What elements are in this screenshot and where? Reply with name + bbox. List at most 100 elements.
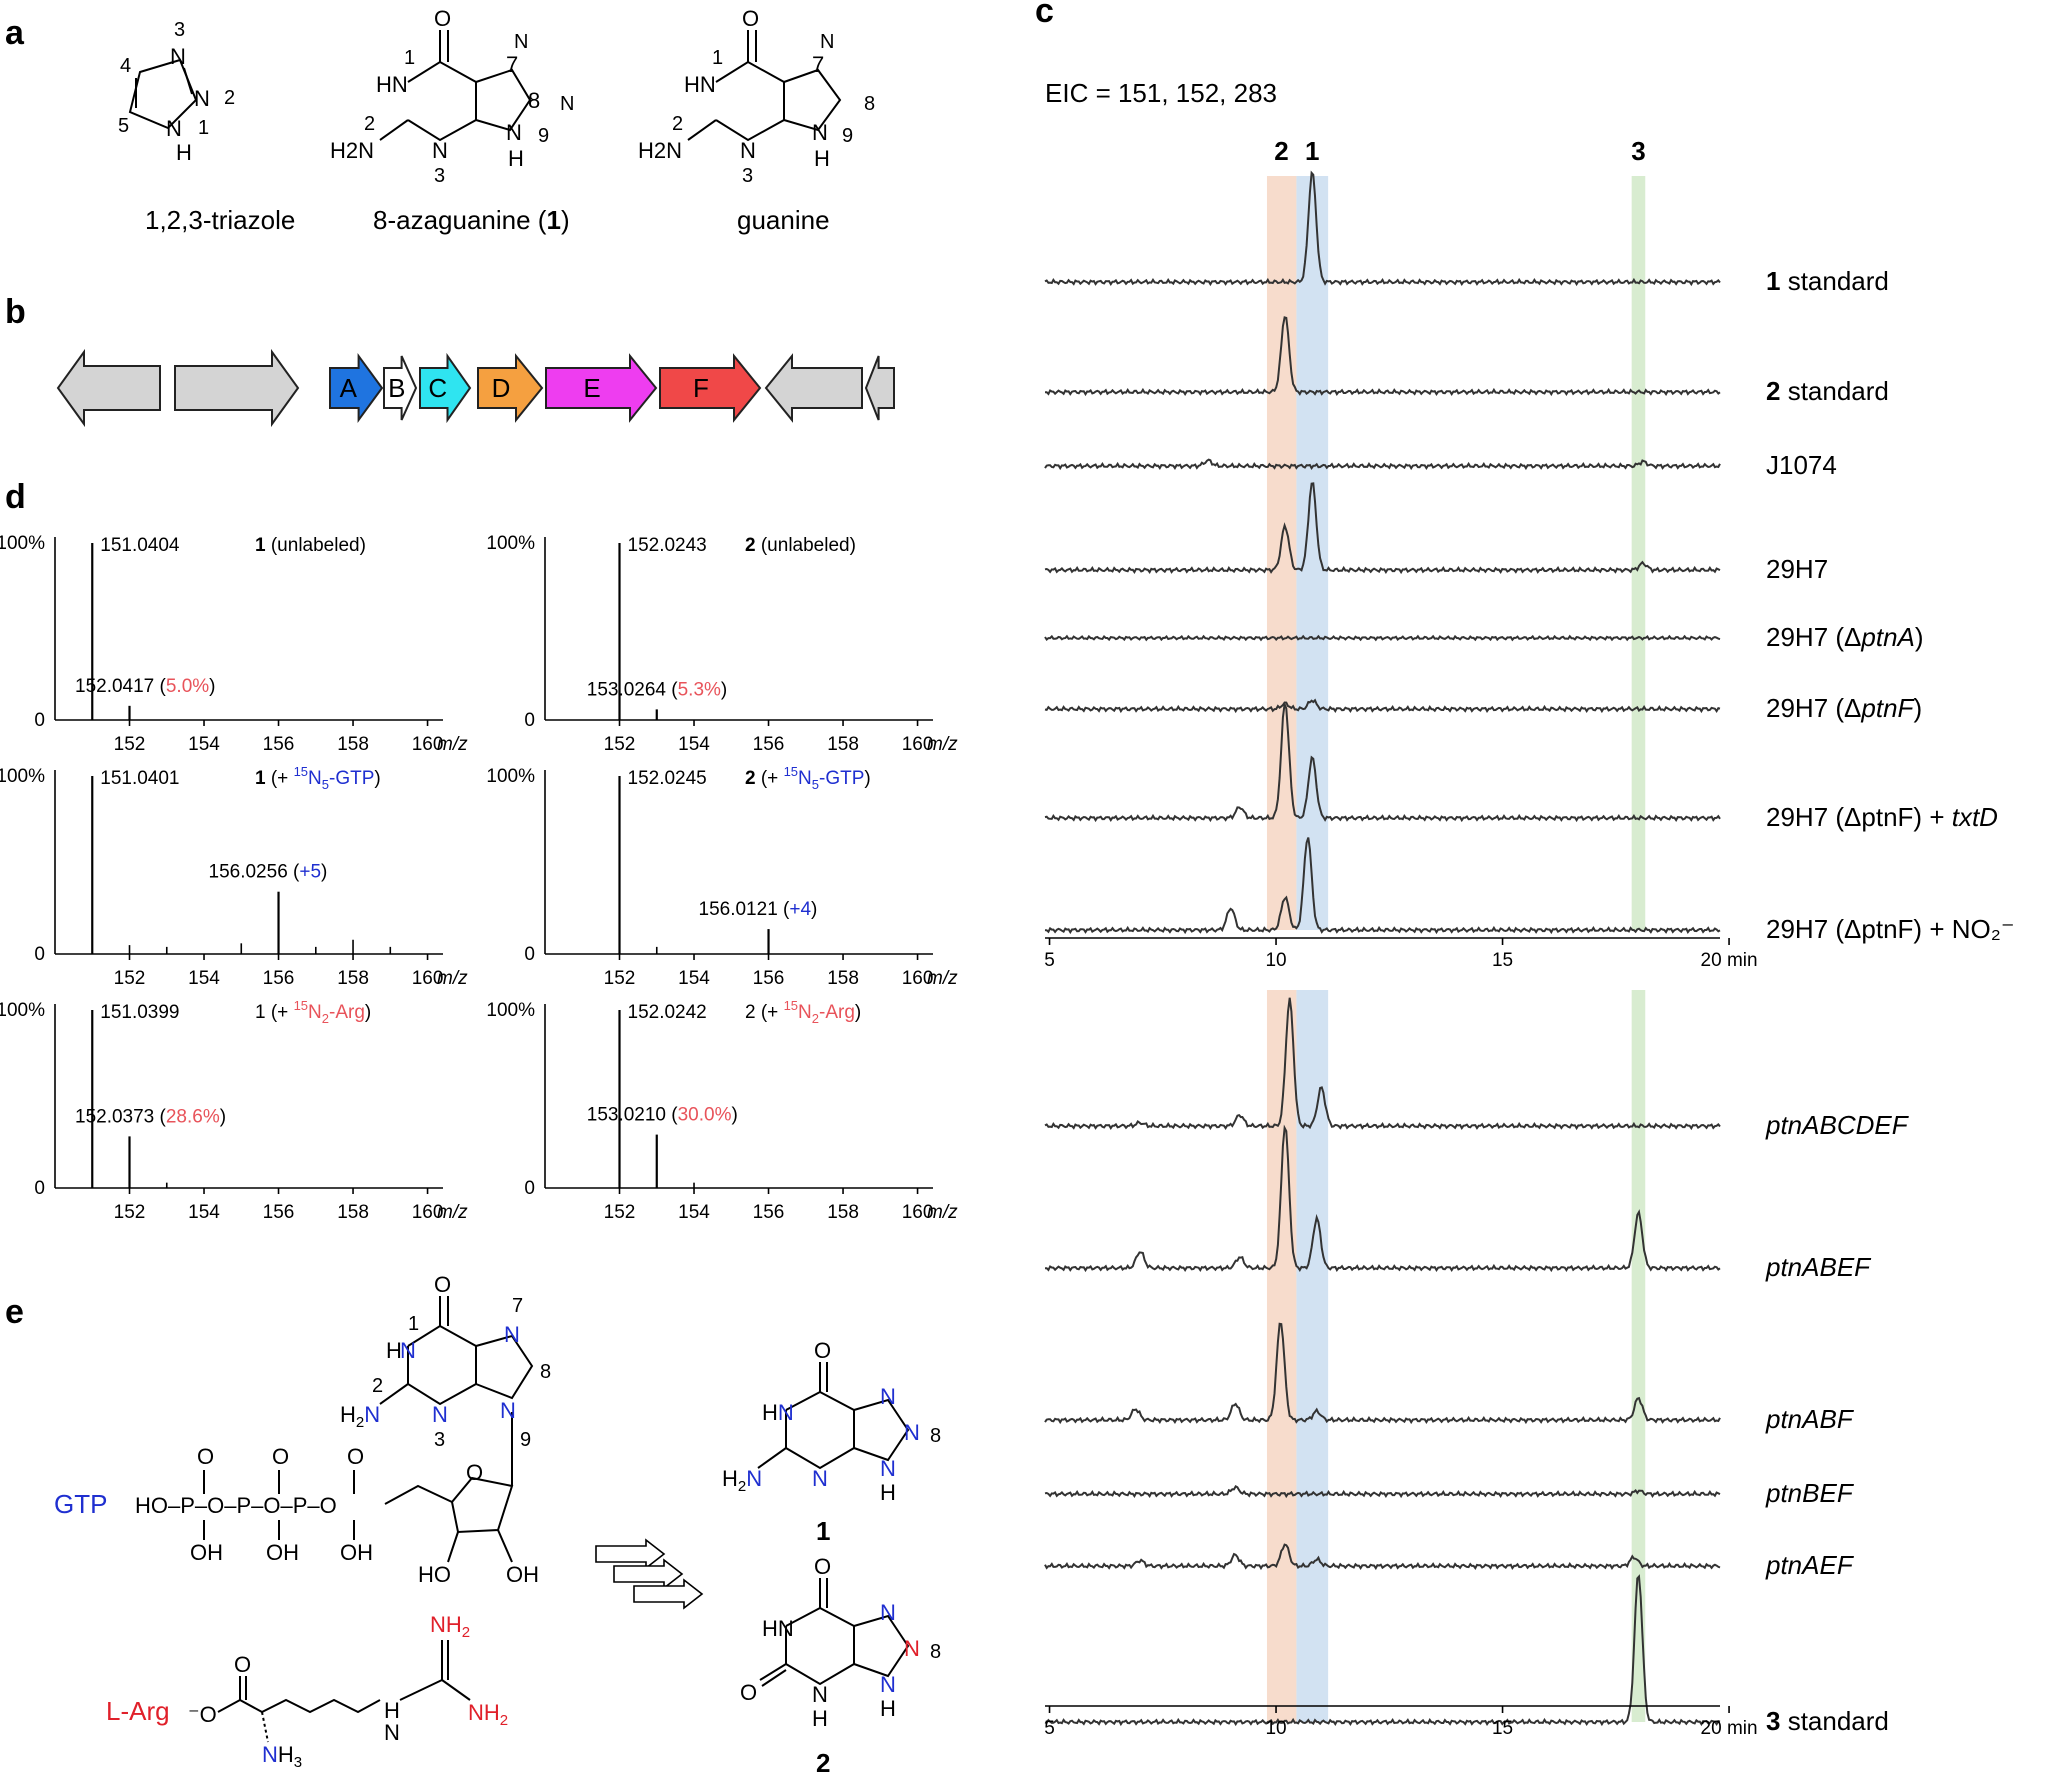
secondary-peak-label: 156.0256 (+5) — [209, 862, 328, 883]
atom-label: H — [176, 140, 192, 165]
gene-arrow-A — [329, 352, 384, 424]
text-part: 152.0417 ( — [75, 676, 167, 697]
gtp-phosphate-chain: HO–P–O–P–O–P–O — [135, 1493, 337, 1518]
gene-label: C — [428, 373, 447, 403]
trace-label: 3 standard — [1766, 1706, 1889, 1736]
trace-line — [1044, 1574, 1721, 1727]
atom-label: O — [742, 6, 759, 31]
atom-label: N — [500, 1398, 516, 1423]
atom-label: H — [812, 1706, 828, 1731]
atom-label: N — [560, 93, 574, 115]
spectrum-condition-label: 1 (+ 15N5-GTP) — [255, 764, 381, 792]
atom-label: 1 — [404, 47, 415, 69]
text-part: 5 — [322, 777, 329, 792]
atom-label: H2N — [340, 1402, 380, 1431]
text-part: -GTP — [329, 768, 374, 789]
eic-label: EIC = 151, 152, 283 — [1045, 78, 1277, 108]
x-tick-label: 20 min — [1701, 950, 1758, 971]
trace-line — [1044, 1485, 1721, 1499]
text-part: 5 — [812, 777, 819, 792]
structure-8-azaguanine: O 1 HN 2 H2N N 3 7 N 8 N N 9 H 8-azaguan… — [330, 6, 574, 235]
band-2 — [1266, 176, 1297, 930]
y-tick-label: 100% — [0, 533, 45, 554]
x-tick-label: 156 — [263, 734, 295, 755]
main-peak-label: 151.0401 — [100, 768, 179, 789]
gene-arrow-D — [477, 353, 544, 423]
atom-label: HN — [762, 1616, 794, 1641]
atom-label: N — [506, 120, 522, 145]
trace-line — [1044, 1543, 1721, 1571]
trace-label: 2 standard — [1766, 376, 1889, 406]
text-part: ptnF — [1860, 693, 1915, 723]
text-part: ) — [864, 768, 870, 789]
text-part: ) — [1915, 622, 1924, 652]
trace-line — [1044, 1322, 1721, 1425]
gene-label: F — [693, 373, 709, 403]
panel-letter-c: c — [1035, 0, 1054, 30]
atom-label: H — [384, 1698, 400, 1723]
atom-label: N — [170, 44, 186, 69]
text-part: (+ — [756, 1002, 784, 1023]
atom-label: 7 — [812, 52, 824, 77]
x-tick-label: 160 — [412, 968, 444, 989]
x-tick-label: 158 — [827, 968, 859, 989]
atom-label: O — [434, 6, 451, 31]
main-peak-label: 152.0245 — [628, 768, 707, 789]
structure-triazole: 3 N 4 N 2 5 N 1 H 1,2,3-triazole — [118, 19, 295, 235]
atom-label: H — [386, 1338, 402, 1363]
gene-arrow-flank — [174, 348, 300, 428]
atom-label: 1 — [712, 47, 723, 69]
atom-label: N — [400, 1338, 416, 1363]
text-part: 2 — [1766, 376, 1780, 406]
spectrum-condition-label: 1 (+ 15N2-Arg) — [255, 998, 371, 1026]
y-tick-label: 100% — [0, 1000, 45, 1021]
text-part: ) — [731, 1105, 737, 1126]
atom-label: O — [434, 1272, 451, 1297]
atom-label: NH2 — [468, 1700, 508, 1729]
y-tick-label: 0 — [34, 1178, 45, 1199]
x-tick-label: 154 — [188, 968, 220, 989]
trace-line — [1044, 703, 1721, 823]
text-part: ptnABF — [1765, 1404, 1855, 1434]
atom-label: OH — [506, 1562, 539, 1587]
atom-label: O — [814, 1338, 831, 1363]
atom-label: 3 — [434, 1429, 445, 1451]
text-part: 15 — [784, 998, 798, 1013]
text-part: ) — [365, 1002, 371, 1023]
trace-label: ptnABEF — [1765, 1252, 1872, 1282]
x-tick-label: 15 — [1492, 1718, 1513, 1739]
y-tick-label: 100% — [486, 1000, 535, 1021]
trace-line — [1044, 482, 1721, 575]
text-part: 15 — [294, 764, 308, 779]
text-part: ptnA — [1860, 622, 1915, 652]
scheme-product-1: O HN H2N N N N 8 N H 1 — [722, 1338, 941, 1546]
secondary-peak-label: 152.0417 (5.0%) — [75, 676, 216, 697]
x-tick-label: 152 — [114, 734, 146, 755]
secondary-peak-label: 153.0210 (30.0%) — [587, 1105, 738, 1126]
trace-label: ptnAEF — [1765, 1550, 1855, 1580]
scheme-gtp: GTP HO–P–O–P–O–P–O O O O OH OH OH O HO O… — [54, 1272, 551, 1587]
atom-label: O — [234, 1652, 251, 1677]
atom-label: N — [166, 116, 182, 141]
text-part: 29H7 (ΔptnF) + NO₂⁻ — [1766, 914, 2015, 944]
gene-label: D — [492, 373, 511, 403]
atom-label: 3 — [174, 19, 185, 41]
text-part: ptnBEF — [1765, 1478, 1855, 1508]
atom-label: OH — [266, 1540, 299, 1565]
text-part: 29H7 — [1766, 554, 1828, 584]
spectrum-condition-label: 1 (unlabeled) — [255, 535, 366, 556]
atom-label: N — [432, 1402, 448, 1427]
y-tick-label: 100% — [486, 533, 535, 554]
text-part: ) — [1913, 693, 1922, 723]
text-part: standard — [1780, 1706, 1888, 1736]
text-part: ) — [220, 1106, 226, 1127]
atom-label: 1 — [408, 1313, 419, 1335]
atom-label: O — [272, 1444, 289, 1469]
atom-label: 1 — [198, 117, 209, 139]
atom-label: N — [194, 86, 210, 111]
text-part: 15 — [294, 998, 308, 1013]
band-label: 1 — [1305, 136, 1319, 166]
